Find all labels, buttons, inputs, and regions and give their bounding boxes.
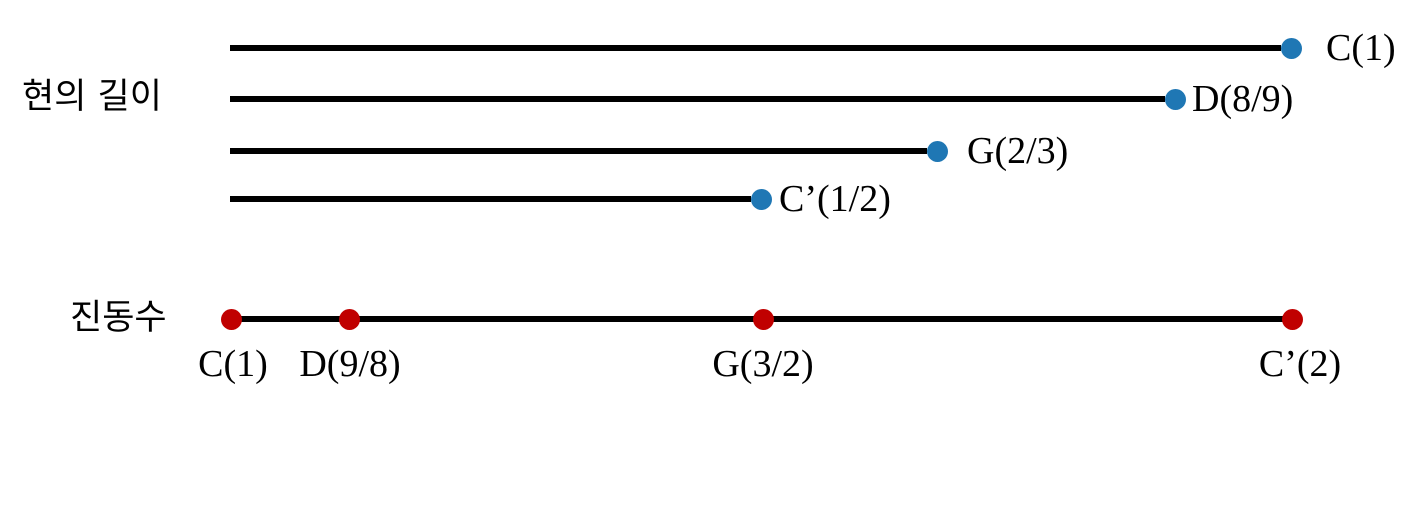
string-label-c1: C(1) — [1326, 27, 1396, 69]
string-length-axis-label: 현의 길이 — [22, 77, 162, 117]
frequency-label-c-prime-2: C’(2) — [1258, 343, 1342, 385]
string-dot-d89 — [1165, 89, 1186, 110]
frequency-dot-g32 — [753, 309, 774, 330]
string-label-g23: G(2/3) — [967, 130, 1069, 172]
string-line-c-prime-12 — [230, 196, 751, 202]
string-dot-c1 — [1281, 38, 1302, 59]
frequency-dot-c-prime-2 — [1282, 309, 1303, 330]
string-label-c-prime-12: C’(1/2) — [779, 178, 891, 220]
frequency-label-g32: G(3/2) — [712, 343, 814, 385]
frequency-axis-label: 진동수 — [70, 298, 167, 338]
string-line-c1 — [230, 45, 1281, 51]
string-dot-c-prime-12 — [751, 189, 772, 210]
string-label-d89: D(8/9) — [1192, 78, 1294, 120]
string-dot-g23 — [927, 141, 948, 162]
string-line-g23 — [230, 148, 927, 154]
frequency-dot-c1 — [221, 309, 242, 330]
frequency-label-d98: D(9/8) — [299, 343, 401, 385]
frequency-dot-d98 — [339, 309, 360, 330]
frequency-label-c1: C(1) — [198, 343, 268, 385]
string-line-d89 — [230, 96, 1165, 102]
